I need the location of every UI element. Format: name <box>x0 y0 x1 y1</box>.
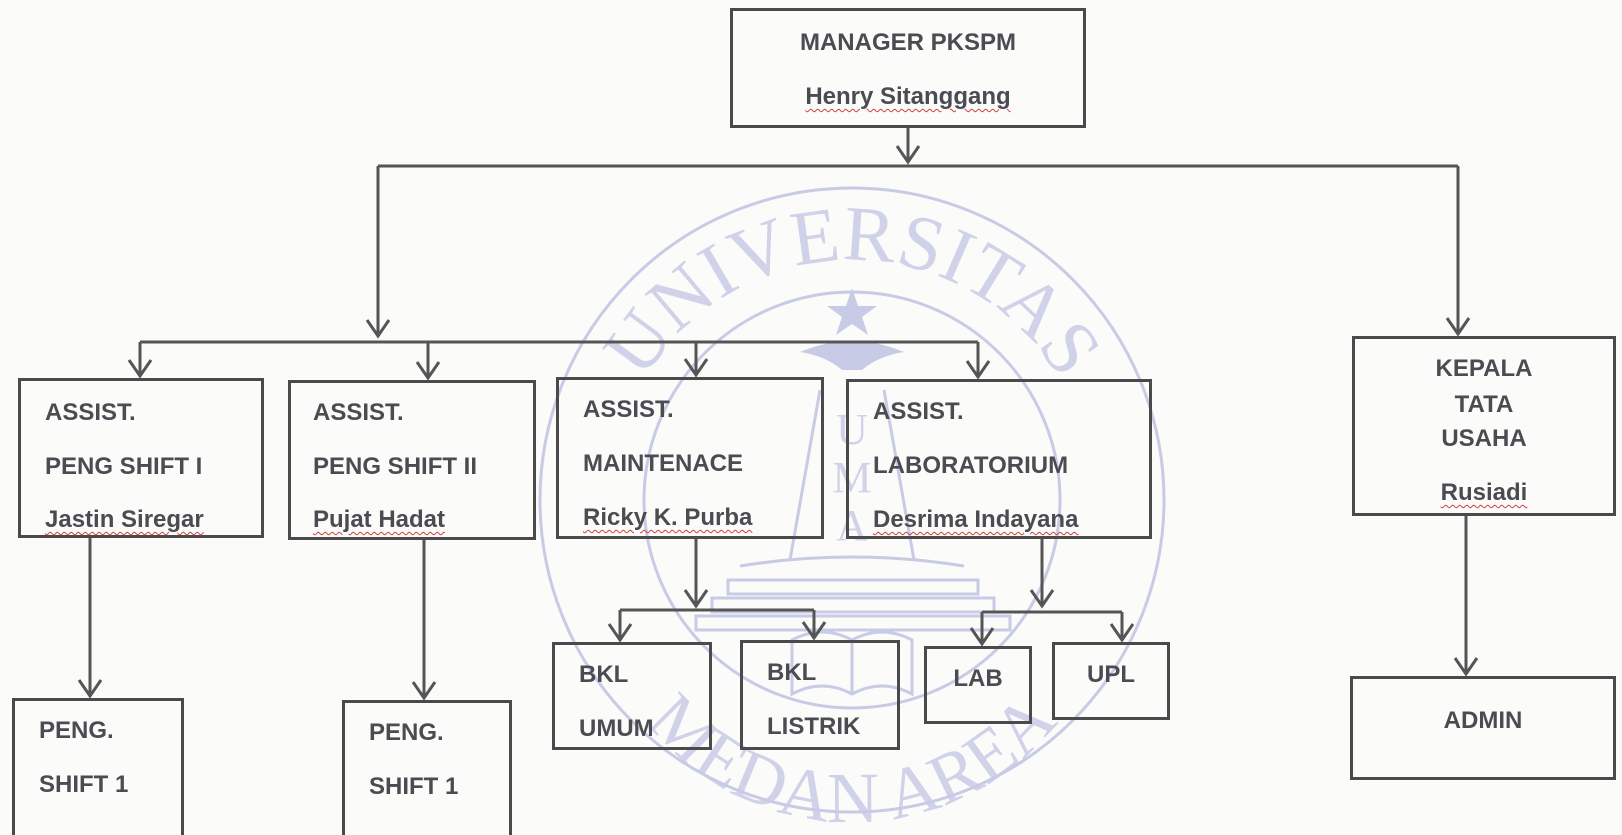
shift-label: SHIFT 1 <box>369 773 459 800</box>
bkl-label: BKL <box>767 659 817 686</box>
admin-box: ADMIN <box>1350 676 1616 780</box>
seal-emblem <box>694 288 1012 697</box>
assistant-name: Ricky K. Purba <box>583 504 753 531</box>
assistant-shift-1-box: ASSIST. PENG SHIFT I Jastin Siregar <box>18 378 264 538</box>
seal-letter-a: A <box>836 501 868 550</box>
bkl-umum-box: BKL UMUM <box>552 642 712 750</box>
assistant-maintenance-box: ASSIST. MAINTENACE Ricky K. Purba <box>556 377 824 539</box>
assistant-label: ASSIST. <box>313 399 404 426</box>
arrow-head <box>683 589 709 609</box>
assistant-name: Desrima Indayana <box>873 506 1079 533</box>
arrow-head <box>801 621 827 641</box>
arrow-head <box>1029 589 1055 609</box>
assistant-role: PENG SHIFT I <box>45 453 203 480</box>
arrow-head <box>1109 623 1135 643</box>
arrow-head <box>77 679 103 699</box>
peng-label: PENG. <box>369 719 444 746</box>
arrow-head <box>1453 657 1479 677</box>
seal-letter-u: U <box>836 405 868 454</box>
upl-label: UPL <box>1087 661 1135 688</box>
lab-box: LAB <box>924 646 1032 724</box>
kepala-tata-usaha-box: KEPALA TATA USAHA Rusiadi <box>1352 336 1616 516</box>
arrow-head <box>1445 317 1471 337</box>
assistant-role: MAINTENACE <box>583 450 743 477</box>
kepala-line-2: TATA <box>1454 391 1514 418</box>
seal-letter-m: M <box>832 453 871 502</box>
arrow-head <box>415 361 441 381</box>
bkl-listrik-box: BKL LISTRIK <box>740 640 900 750</box>
assistant-laboratorium-box: ASSIST. LABORATORIUM Desrima Indayana <box>846 379 1152 539</box>
arrow-head <box>411 681 437 701</box>
assistant-shift-2-box: ASSIST. PENG SHIFT II Pujat Hadat <box>288 380 536 540</box>
assistant-name: Jastin Siregar <box>45 506 204 533</box>
arrow-head <box>607 623 633 643</box>
assistant-label: ASSIST. <box>583 396 674 423</box>
manager-box: MANAGER PKSPM Henry Sitanggang <box>730 8 1086 128</box>
arrow-head <box>969 627 995 647</box>
shift-label: SHIFT 1 <box>39 771 129 798</box>
kepala-line-3: USAHA <box>1441 425 1527 452</box>
manager-name: Henry Sitanggang <box>805 83 1011 110</box>
arrow-head <box>683 358 709 378</box>
bkl-label: BKL <box>579 661 629 688</box>
assistant-role: PENG SHIFT II <box>313 453 478 480</box>
arrow-head <box>127 359 153 379</box>
peng-label: PENG. <box>39 717 114 744</box>
kepala-name: Rusiadi <box>1440 479 1528 506</box>
upl-box: UPL <box>1052 642 1170 720</box>
peng-shift-box-1: PENG. SHIFT 1 <box>12 698 184 835</box>
lab-label: LAB <box>953 665 1003 692</box>
assistant-role: LABORATORIUM <box>873 452 1069 479</box>
arrow-head <box>965 360 991 380</box>
bkl-listrik-label: LISTRIK <box>767 713 861 740</box>
kepala-line-1: KEPALA <box>1435 355 1533 382</box>
assistant-label: ASSIST. <box>45 399 136 426</box>
assistant-label: ASSIST. <box>873 398 964 425</box>
assistant-name: Pujat Hadat <box>313 506 446 533</box>
bkl-umum-label: UMUM <box>579 715 654 742</box>
admin-label: ADMIN <box>1443 707 1523 734</box>
peng-shift-box-2: PENG. SHIFT 1 <box>342 700 512 835</box>
manager-title: MANAGER PKSPM <box>799 29 1016 56</box>
arrow-head <box>365 319 391 339</box>
arrow-head <box>895 145 921 165</box>
